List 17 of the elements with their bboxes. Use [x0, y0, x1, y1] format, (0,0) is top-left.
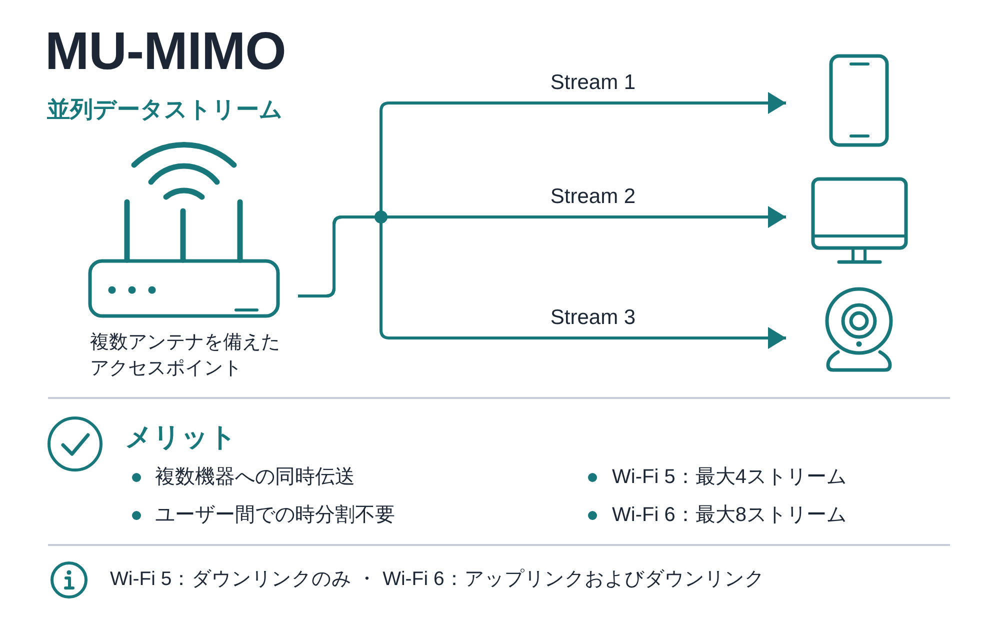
webcam-icon — [824, 286, 894, 372]
list-item: 複数機器への同時伝送 — [155, 465, 355, 490]
router-icon — [86, 140, 282, 320]
monitor-icon — [810, 176, 908, 264]
title: MU-MIMO — [45, 21, 286, 83]
smartphone-icon — [828, 54, 889, 147]
edge-label: Stream 3 — [549, 305, 637, 331]
edge-label: Stream 2 — [549, 184, 637, 210]
subtitle: 並列データストリーム — [47, 95, 283, 124]
arrow — [298, 216, 786, 349]
list-item: ユーザー間での時分割不要 — [155, 503, 395, 528]
section-heading: メリット — [125, 420, 237, 454]
edge-label: Stream 1 — [549, 70, 637, 96]
node-caption: 複数アンテナを備えたアクセスポイント — [90, 331, 281, 381]
list-item: Wi-Fi 6：最大8ストリーム — [612, 503, 846, 528]
list-item: Wi-Fi 5：最大4ストリーム — [612, 465, 846, 490]
note-text: Wi-Fi 5：ダウンリンクのみ ・ Wi-Fi 6：アップリンクおよびダウンリンク — [110, 566, 764, 592]
